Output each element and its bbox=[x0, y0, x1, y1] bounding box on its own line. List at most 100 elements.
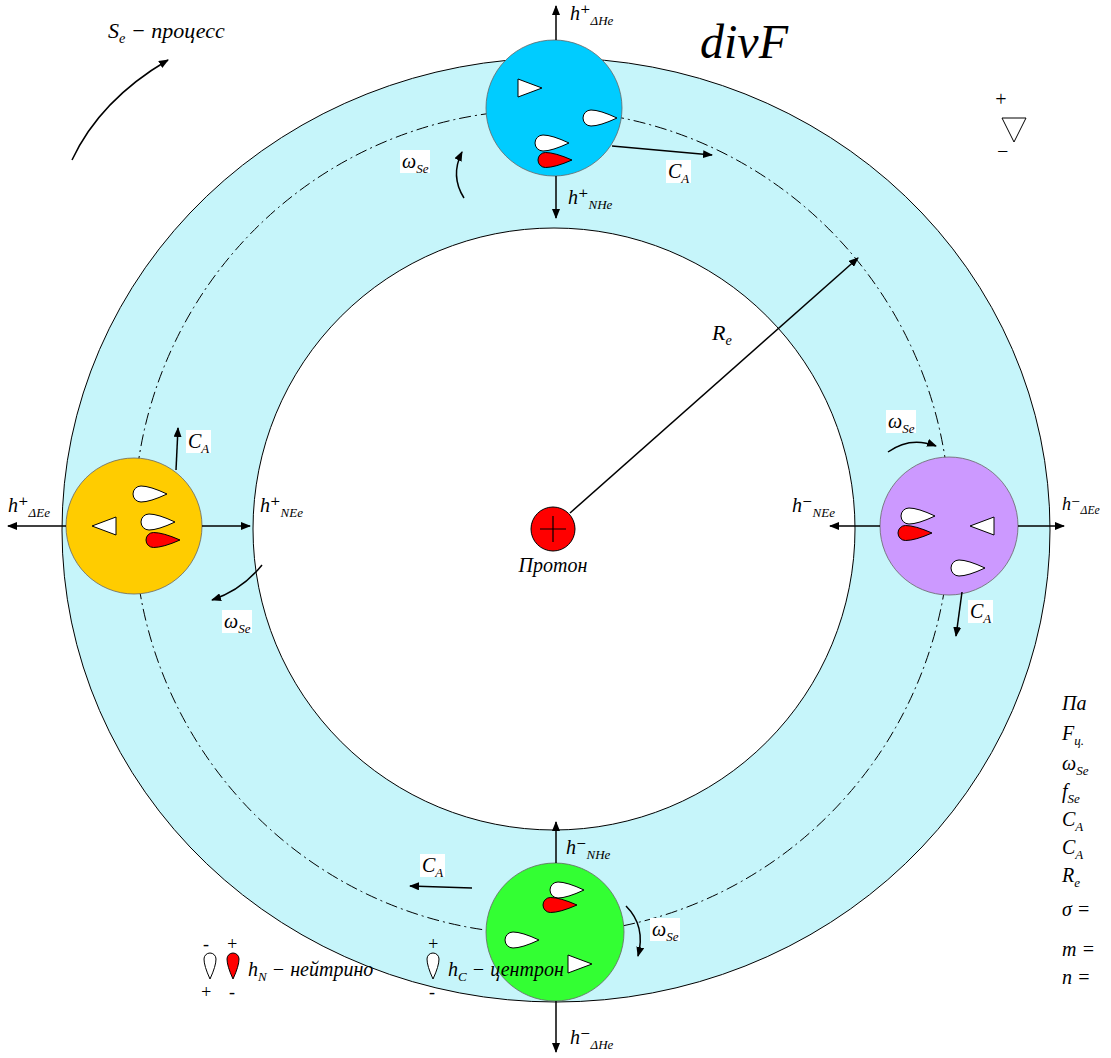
symbol-index: A bbox=[1075, 819, 1083, 834]
symbol-label: CA bbox=[968, 600, 993, 623]
symbol-label: h⁻NEe bbox=[792, 494, 835, 517]
triangle-symbol bbox=[92, 517, 116, 535]
centron-drop bbox=[141, 514, 175, 530]
symbol-base: ω bbox=[224, 610, 238, 632]
symbol-base: h⁺ bbox=[8, 494, 29, 516]
symbol-base: ω bbox=[888, 410, 902, 432]
symbol-index: e bbox=[725, 332, 731, 348]
symbol-index: ΔHe bbox=[591, 13, 614, 28]
symbol-base: h⁻ bbox=[566, 836, 587, 858]
legend-text: hN − нейтрино bbox=[248, 958, 373, 981]
force-arrows bbox=[8, 6, 1064, 1052]
symbol-index: A bbox=[201, 441, 209, 456]
symbol-index: A bbox=[1075, 847, 1083, 862]
symbol-base: f bbox=[1062, 780, 1068, 802]
symbol-label: CA bbox=[666, 160, 691, 183]
symbol-label: Па bbox=[1062, 692, 1086, 715]
triangle-symbol bbox=[1002, 118, 1026, 142]
symbol-label: CA bbox=[1062, 836, 1083, 859]
symbol-index: Se bbox=[416, 161, 428, 176]
centron-drop bbox=[550, 882, 584, 898]
drawing-part bbox=[202, 525, 250, 527]
symbol-base: R bbox=[712, 320, 725, 345]
symbol-label: divF bbox=[700, 14, 788, 69]
electron-state bbox=[486, 40, 622, 176]
symbol-label: h⁺ΔHe bbox=[570, 2, 613, 25]
symbol-index: NEe bbox=[813, 505, 835, 520]
symbol-label: Se − процесс bbox=[108, 18, 225, 43]
symbol-base: R bbox=[1062, 864, 1074, 886]
symbol-base: C bbox=[1062, 836, 1075, 858]
symbol-rest: − нейтрино bbox=[267, 958, 374, 980]
centron-drop bbox=[535, 135, 569, 151]
drawing-part bbox=[956, 592, 962, 636]
symbol-rest: − центрон bbox=[467, 958, 564, 980]
centron-drop bbox=[505, 932, 539, 948]
electron-state bbox=[486, 863, 624, 1001]
symbol-label: + bbox=[200, 982, 212, 1003]
symbol-label: h⁻ΔHe bbox=[570, 1026, 613, 1049]
symbol-base: ω bbox=[402, 150, 416, 172]
symbol-base: C bbox=[970, 600, 983, 622]
proton-node: Протон bbox=[503, 506, 603, 581]
drawing-part bbox=[555, 6, 557, 40]
symbol-base: C bbox=[1062, 808, 1075, 830]
symbol-label: h⁻NHe bbox=[566, 836, 610, 859]
neutrino-drop bbox=[227, 953, 239, 979]
drawing-part bbox=[8, 525, 66, 527]
symbol-base: h bbox=[248, 958, 258, 980]
symbol-label: h⁺ΔEe bbox=[8, 494, 50, 517]
symbol-base: h bbox=[448, 958, 458, 980]
triangle-symbol bbox=[970, 517, 994, 535]
symbol-label: σ = bbox=[1062, 898, 1090, 921]
symbol-index: NHe bbox=[587, 847, 611, 862]
symbol-index: A bbox=[681, 171, 689, 186]
symbol-index: A bbox=[983, 611, 991, 626]
centron-drop bbox=[427, 953, 439, 979]
centron-drop bbox=[951, 560, 985, 576]
symbol-label: ωSe bbox=[222, 610, 252, 633]
orbit-path bbox=[134, 110, 950, 934]
centron-drop bbox=[204, 953, 216, 979]
drawing-part bbox=[888, 442, 936, 452]
drawing-part bbox=[555, 822, 557, 863]
symbol-base: h⁻ bbox=[570, 1026, 591, 1048]
triangle-symbol bbox=[568, 955, 592, 973]
symbol-index: NHe bbox=[589, 197, 613, 212]
proton-shape bbox=[503, 506, 603, 554]
symbol-index: Se bbox=[238, 621, 250, 636]
symbol-index: e bbox=[119, 30, 125, 46]
symbol-label: ωSe bbox=[400, 150, 430, 173]
drawing-part bbox=[555, 1001, 557, 1052]
symbol-label: ωSe bbox=[650, 918, 680, 941]
symbol-label: - bbox=[229, 982, 235, 1003]
plus-sign bbox=[540, 516, 566, 542]
symbol-base: h⁺ bbox=[260, 494, 281, 516]
symbol-label: − bbox=[996, 140, 1010, 163]
proton-circle bbox=[531, 507, 575, 551]
particle-symbols bbox=[92, 79, 994, 979]
orbit-inner bbox=[253, 228, 855, 830]
drawing-part bbox=[410, 886, 472, 888]
electron-state bbox=[880, 457, 1018, 595]
symbol-base: h⁻ bbox=[792, 494, 813, 516]
symbol-label: ωSe bbox=[1062, 752, 1088, 775]
symbol-base: h⁺ bbox=[570, 2, 591, 24]
symbol-base: h⁺ bbox=[568, 186, 589, 208]
legend-text: hC − центрон bbox=[448, 958, 564, 981]
drawing-part bbox=[456, 152, 464, 198]
neutrino-drop bbox=[898, 526, 932, 541]
symbol-label: + bbox=[994, 88, 1008, 111]
node-label: Протон bbox=[519, 554, 588, 577]
symbol-index: ΔHe bbox=[591, 1037, 614, 1052]
symbol-label: n = bbox=[1062, 966, 1091, 989]
neutrino-drop bbox=[146, 533, 180, 548]
drawing-part bbox=[626, 906, 640, 956]
symbol-index: Se bbox=[666, 929, 678, 944]
symbol-base: ω bbox=[652, 918, 666, 940]
electron-state bbox=[66, 458, 202, 594]
symbol-label: Fц. bbox=[1062, 722, 1084, 745]
symbol-base: F bbox=[1062, 722, 1074, 744]
drawing-part bbox=[612, 146, 712, 155]
